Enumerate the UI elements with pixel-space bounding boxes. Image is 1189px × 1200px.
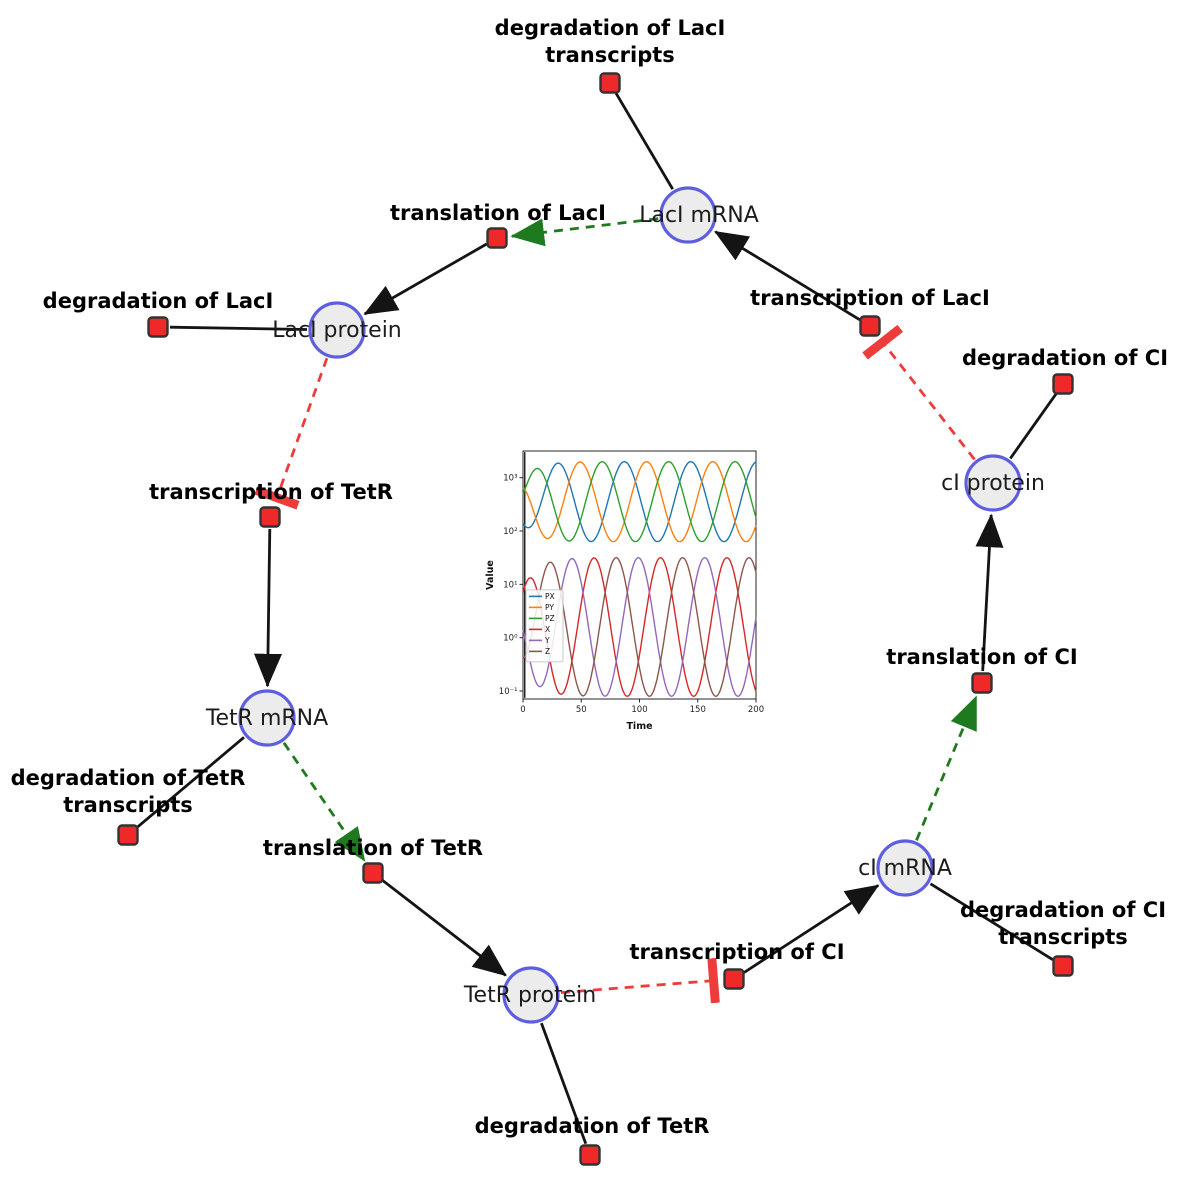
reaction-label-translation_laci: translation of LacI <box>390 201 606 225</box>
reaction-node-translation_laci <box>486 227 508 249</box>
reaction-label-deg_tetr_tx: degradation of TetR <box>11 766 246 790</box>
reaction-label-transcription_ci: transcription of CI <box>629 940 844 964</box>
reaction-label-deg_laci: degradation of LacI <box>43 289 274 313</box>
edge-modifier-ci_mrna-to-translation_ci <box>915 695 978 841</box>
edge-inhibitor-ci_protein-to-transcription_laci <box>862 324 976 461</box>
y-tick-label: 10⁻¹ <box>499 687 518 697</box>
x-tick-label: 200 <box>748 705 764 715</box>
reaction-label-deg_ci_tx: transcripts <box>998 925 1128 949</box>
edge-consumption-laci_protein-to-deg_laci <box>169 325 308 331</box>
series-Y <box>522 556 757 697</box>
x-axis-label: Time <box>626 721 652 732</box>
legend-label-PZ: PZ <box>545 614 555 623</box>
species-label-laci_protein: LacI protein <box>272 318 402 343</box>
reaction-node-transcription_laci <box>859 315 881 337</box>
reaction-label-deg_ci_tx: degradation of CI <box>960 898 1166 922</box>
reaction-label-translation_tetr: translation of TetR <box>263 836 483 860</box>
edge-product-translation_tetr-to-tetr_protein <box>381 879 507 977</box>
reaction-label-deg_laci_tx: transcripts <box>545 43 675 67</box>
reaction-node-deg_laci <box>147 316 169 338</box>
legend-label-Z: Z <box>545 647 550 656</box>
y-axis-label: Value <box>485 560 496 590</box>
series-PY <box>522 460 757 543</box>
edge-inhibitor-tetr_protein-to-transcription_ci <box>560 957 720 1004</box>
edges-layer <box>136 92 1058 1145</box>
species-node-laci_protein <box>308 301 366 359</box>
edge-product-transcription_tetr-to-tetr_mrna <box>253 528 282 688</box>
edge-product-translation_laci-to-laci_protein <box>363 242 488 316</box>
edge-consumption-tetr_mrna-to-deg_tetr_tx <box>136 736 245 829</box>
species-label-tetr_mrna: TetR mRNA <box>205 706 328 731</box>
edge-consumption-tetr_protein-to-deg_tetr <box>540 1022 588 1145</box>
legend-label-X: X <box>545 625 550 634</box>
edge-consumption-ci_mrna-to-deg_ci_tx <box>929 882 1054 961</box>
reaction-label-deg_tetr: degradation of TetR <box>475 1114 710 1138</box>
edge-inhibitor-laci_protein-to-transcription_tetr <box>254 357 329 510</box>
x-tick-label: 0 <box>520 705 525 715</box>
species-node-tetr_mrna <box>238 689 296 747</box>
legend-label-PX: PX <box>545 592 555 601</box>
species-node-ci_protein <box>964 454 1022 512</box>
y-tick-label: 10³ <box>503 474 517 484</box>
reaction-node-deg_laci_tx <box>599 72 621 94</box>
reaction-label-deg_laci_tx: degradation of LacI <box>495 16 726 40</box>
reaction-label-deg_ci: degradation of CI <box>962 346 1168 370</box>
edge-product-translation_ci-to-ci_protein <box>975 513 1004 672</box>
species-node-ci_mrna <box>876 839 934 897</box>
species-node-laci_mrna <box>659 186 717 244</box>
x-tick-label: 100 <box>631 705 647 715</box>
edge-product-transcription_ci-to-ci_mrna <box>743 884 880 974</box>
species-label-tetr_protein: TetR protein <box>463 983 596 1008</box>
reaction-label-transcription_tetr: transcription of TetR <box>149 480 393 504</box>
labels-layer: degradation of LacI transcripts translatio… <box>11 16 1168 1138</box>
reaction-node-deg_ci <box>1052 373 1074 395</box>
reaction-label-translation_ci: translation of CI <box>886 645 1077 669</box>
nodes-layer <box>117 72 1074 1166</box>
edge-product-transcription_laci-to-laci_mrna <box>714 230 861 321</box>
edge-consumption-ci_protein-to-deg_ci <box>1009 392 1058 460</box>
species-label-ci_protein: cI protein <box>941 471 1045 496</box>
series-PZ <box>522 460 757 543</box>
series-X <box>522 556 757 697</box>
y-tick-label: 10⁰ <box>503 634 518 644</box>
species-label-laci_mrna: LacI mRNA <box>639 203 759 228</box>
reaction-node-transcription_tetr <box>259 506 281 528</box>
species-node-tetr_protein <box>502 966 560 1024</box>
x-tick-label: 150 <box>690 705 706 715</box>
series-PX <box>522 460 757 543</box>
edge-modifier-tetr_mrna-to-translation_tetr <box>282 742 366 862</box>
edge-modifier-laci_mrna-to-translation_laci <box>510 217 659 247</box>
legend-label-PY: PY <box>545 603 554 612</box>
y-tick-label: 10¹ <box>503 580 517 590</box>
reaction-node-translation_tetr <box>362 862 384 884</box>
y-tick-label: 10² <box>503 527 517 537</box>
species-label-ci_mrna: cI mRNA <box>858 856 952 881</box>
reaction-label-deg_tetr_tx: transcripts <box>63 793 193 817</box>
legend-label-Y: Y <box>544 636 550 645</box>
reaction-node-translation_ci <box>971 672 993 694</box>
x-tick-label: 50 <box>576 705 587 715</box>
reaction-node-deg_tetr <box>579 1144 601 1166</box>
edge-consumption-laci_mrna-to-deg_laci_tx <box>614 92 674 190</box>
reaction-node-deg_ci_tx <box>1052 955 1074 977</box>
reaction-node-deg_tetr_tx <box>117 824 139 846</box>
reaction-label-transcription_laci: transcription of LacI <box>750 286 990 310</box>
reaction-node-transcription_ci <box>723 968 745 990</box>
